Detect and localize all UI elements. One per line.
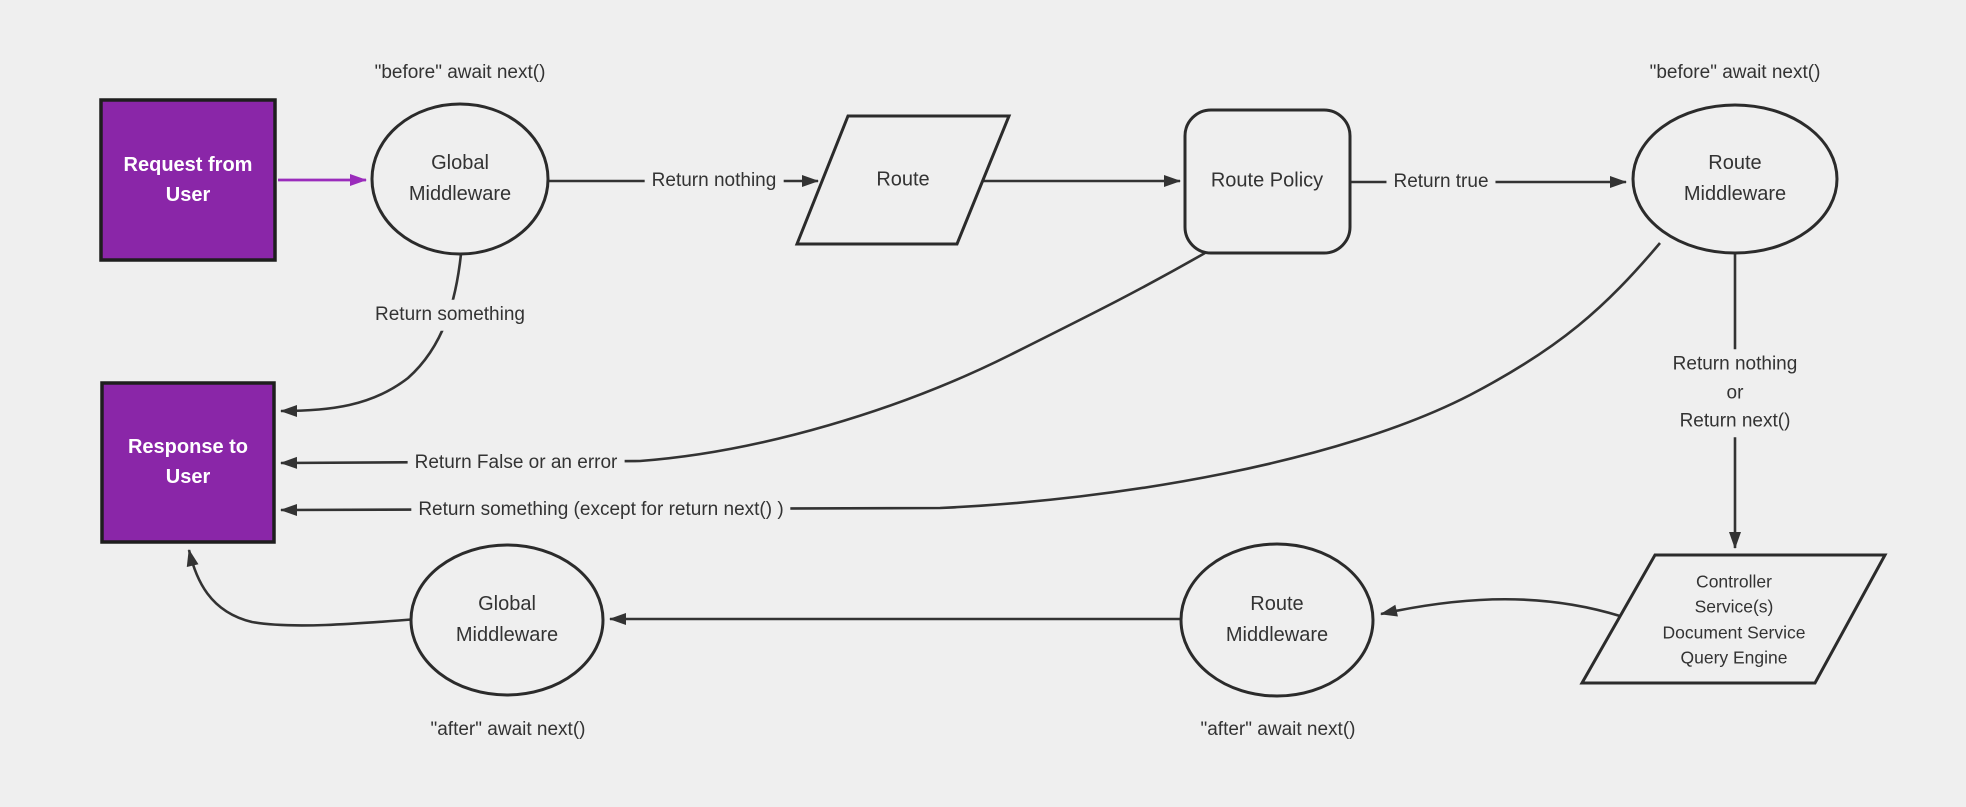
- edge-route-middleware-to-response: [280, 242, 1661, 516]
- node-global-middleware-bottom: [409, 543, 605, 697]
- node-route-policy: [1183, 108, 1352, 255]
- node-route: [794, 114, 1012, 246]
- return-something-label: Return something: [368, 299, 532, 331]
- node-controller-services: [1579, 553, 1888, 685]
- before-await-next-route-label: "before" await next(): [1649, 61, 1821, 83]
- edge-controller-to-route-middleware-after: [1380, 597, 1621, 618]
- node-request-from-user: [99, 98, 277, 262]
- global-middleware-bottom-label: Global Middleware: [455, 593, 559, 646]
- return-true-label: Return true: [1386, 166, 1496, 198]
- global-middleware-top-label: Global Middleware: [408, 152, 512, 205]
- after-await-next-route-label: "after" await next(): [1200, 718, 1356, 740]
- response-to-user-label: Response to User: [127, 436, 249, 488]
- return-false-or-error-label: Return False or an error: [407, 447, 625, 479]
- node-global-middleware-top: [370, 102, 550, 256]
- node-response-to-user: [100, 381, 276, 544]
- request-from-user-label: Request from User: [123, 154, 253, 206]
- node-route-middleware-top: [1631, 103, 1839, 255]
- before-await-next-global-label: "before" await next(): [374, 61, 546, 83]
- return-nothing-label: Return nothing: [644, 165, 784, 197]
- node-route-middleware-bottom: [1179, 542, 1375, 698]
- after-await-next-global-label: "after" await next(): [430, 718, 586, 740]
- edge-route-policy-to-response: [280, 251, 1206, 469]
- route-policy-label: Route Policy: [1210, 169, 1324, 192]
- return-nothing-or-next-label: Return nothing or Return next(): [1665, 349, 1805, 437]
- return-something-except-label: Return something (except for return next…: [411, 494, 791, 526]
- controller-services-label: Controller Service(s) Document Service Q…: [1662, 571, 1806, 668]
- edge-global-middleware-after-to-response: [186, 549, 419, 627]
- route-middleware-bottom-label: Route Middleware: [1225, 593, 1329, 646]
- route-label: Route: [876, 168, 930, 191]
- route-middleware-top-label: Route Middleware: [1683, 152, 1787, 205]
- edge-global-middleware-to-response: [280, 253, 463, 417]
